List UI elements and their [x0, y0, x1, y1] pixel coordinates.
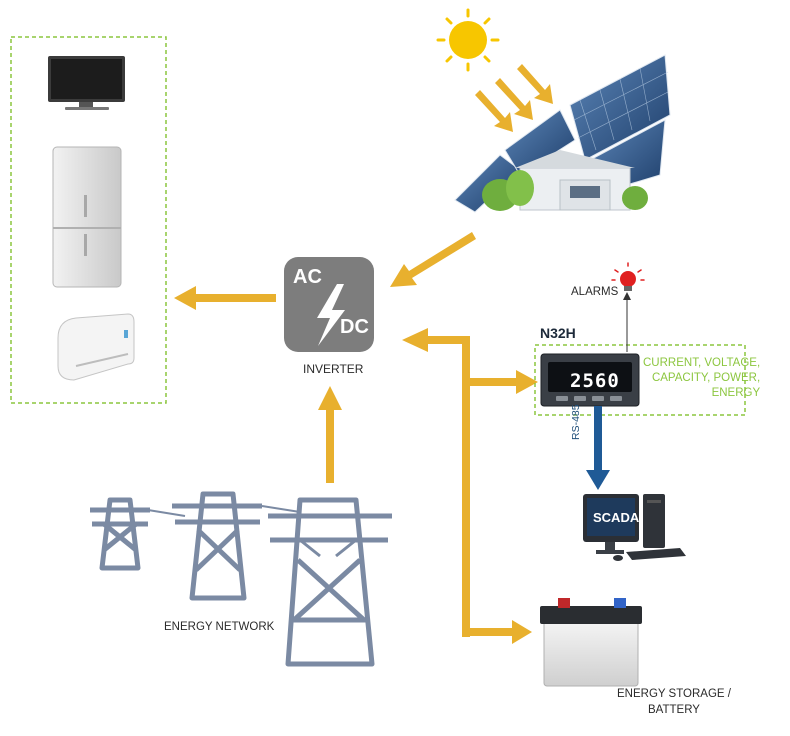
energy-storage-line-1: ENERGY STORAGE /	[617, 688, 731, 700]
flow-arrow-bus-to-inverter	[402, 328, 470, 352]
measurements-line-3: ENERGY	[711, 387, 761, 399]
lightning-icon	[317, 284, 345, 346]
flow-arrow-solar-to-inverter	[390, 232, 476, 287]
appliances-dashed-box	[10, 36, 167, 404]
measurements-line-2: CAPACITY, POWER,	[651, 372, 761, 384]
sunlight-arrows	[475, 64, 553, 132]
energy-storage-label: ENERGY STORAGE / BATTERY	[617, 686, 731, 718]
inverter-ac-label: AC	[293, 266, 322, 288]
measurements-label: CURRENT, VOLTAGE, CAPACITY, POWER, ENERG…	[643, 356, 760, 401]
inverter-label: INVERTER	[303, 362, 364, 376]
n32h-meter-icon	[540, 353, 640, 407]
flow-arrow-inverter-to-appliances	[174, 286, 276, 310]
scada-label: SCADA	[593, 510, 640, 525]
air-conditioner-icon	[57, 313, 135, 381]
alarms-label: ALARMS	[571, 286, 619, 298]
flow-bus-line	[462, 336, 470, 637]
alarm-connection-arrowhead	[623, 292, 631, 300]
energy-network-pylons-icon	[90, 491, 392, 667]
flow-arrow-bus-to-battery	[462, 620, 532, 644]
solar-plant-icon	[454, 54, 671, 213]
measurements-line-1: CURRENT, VOLTAGE,	[643, 357, 761, 369]
rs485-link	[586, 406, 610, 490]
alarm-light-icon	[611, 262, 645, 291]
flow-arrows	[174, 232, 538, 644]
sun-icon	[436, 8, 500, 72]
flow-arrow-bus-to-meter	[462, 370, 538, 394]
energy-storage-line-2: BATTERY	[647, 704, 700, 716]
inverter-dc-label: DC	[340, 316, 369, 338]
flow-arrow-grid-to-inverter	[318, 386, 342, 483]
meter-model-label: N32H	[540, 325, 576, 341]
meter-display-reading: 2560	[570, 370, 620, 392]
scada-computer-icon	[583, 494, 686, 561]
meter-dashed-box	[534, 344, 746, 416]
tv-icon	[48, 56, 125, 110]
appliances-group	[10, 36, 167, 404]
battery-icon	[540, 598, 642, 687]
energy-network-label: ENERGY NETWORK	[164, 621, 275, 633]
inverter-box	[284, 257, 374, 352]
fridge-icon	[52, 146, 122, 288]
rs485-label: RS-485	[570, 404, 582, 440]
